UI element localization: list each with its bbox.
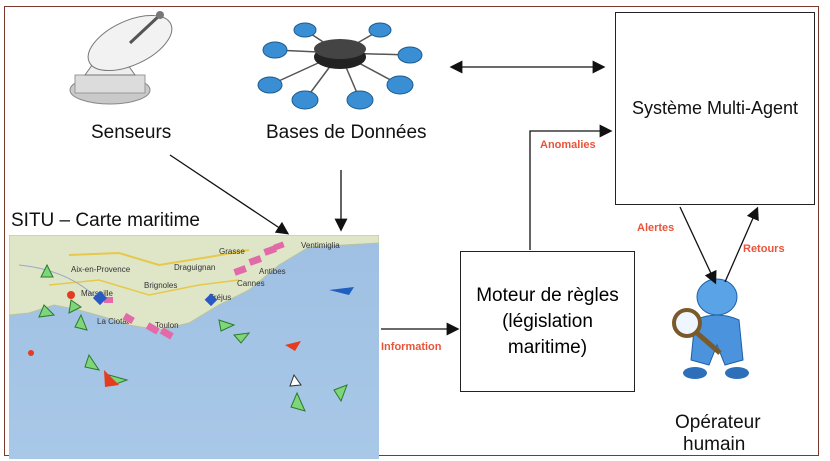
rules-engine-line1: Moteur de règles bbox=[476, 284, 619, 306]
edge-label-information: Information bbox=[381, 341, 442, 353]
database-network-icon bbox=[257, 22, 423, 110]
arrow-rules-to-mas bbox=[529, 124, 613, 250]
edge-label-anomalies: Anomalies bbox=[540, 139, 596, 151]
map-town-antibes: Antibes bbox=[259, 267, 286, 276]
map-town-laciotat: La Ciotat bbox=[97, 317, 130, 326]
map-town-grasse: Grasse bbox=[219, 247, 245, 256]
map-town-brignoles: Brignoles bbox=[144, 281, 178, 290]
operator-label-line2: humain bbox=[683, 434, 746, 455]
edge-label-alerts: Alertes bbox=[637, 222, 675, 234]
map-town-aix: Aix-en-Provence bbox=[71, 265, 131, 274]
map-title: SITU – Carte maritime bbox=[11, 210, 200, 231]
map-town-toulon: Toulon bbox=[155, 321, 179, 330]
edge-arrows bbox=[169, 60, 759, 336]
operator-label-line1: Opérateur bbox=[675, 412, 761, 433]
multi-agent-system-label: Système Multi-Agent bbox=[631, 98, 799, 118]
databases-label: Bases de Données bbox=[266, 122, 427, 143]
arrow-mas-to-operator bbox=[679, 206, 717, 285]
map-town-ventimiglia: Ventimiglia bbox=[301, 241, 340, 250]
satellite-dish-icon bbox=[69, 11, 173, 105]
rules-engine-line3: maritime) bbox=[507, 336, 588, 358]
map-town-marseille: Marseille bbox=[81, 289, 114, 298]
multi-agent-system-box[interactable]: Système Multi-Agent bbox=[615, 12, 815, 205]
vessel-markers bbox=[28, 241, 354, 412]
vessel-cluster-icon bbox=[104, 241, 285, 340]
map-town-draguignan: Draguignan bbox=[174, 263, 216, 272]
map-town-cannes: Cannes bbox=[237, 279, 265, 288]
arrow-sensors-to-map bbox=[169, 154, 290, 235]
rules-engine-line2: (législation bbox=[502, 310, 593, 332]
edge-label-feedback: Retours bbox=[743, 243, 785, 255]
map-land-icon bbox=[9, 235, 379, 331]
rules-engine-box[interactable]: Moteur de règles (législation maritime) bbox=[460, 251, 635, 392]
operator-magnifier-icon bbox=[672, 278, 749, 379]
maritime-map[interactable]: Aix-en-Provence Marseille Grasse Cannes … bbox=[9, 235, 379, 459]
arrow-operator-to-mas bbox=[724, 206, 759, 283]
sensors-label: Senseurs bbox=[91, 122, 172, 143]
diagram-frame: Senseurs Bases de Données SITU – Carte m… bbox=[4, 6, 819, 459]
map-town-frejus: Fréjus bbox=[209, 293, 232, 302]
